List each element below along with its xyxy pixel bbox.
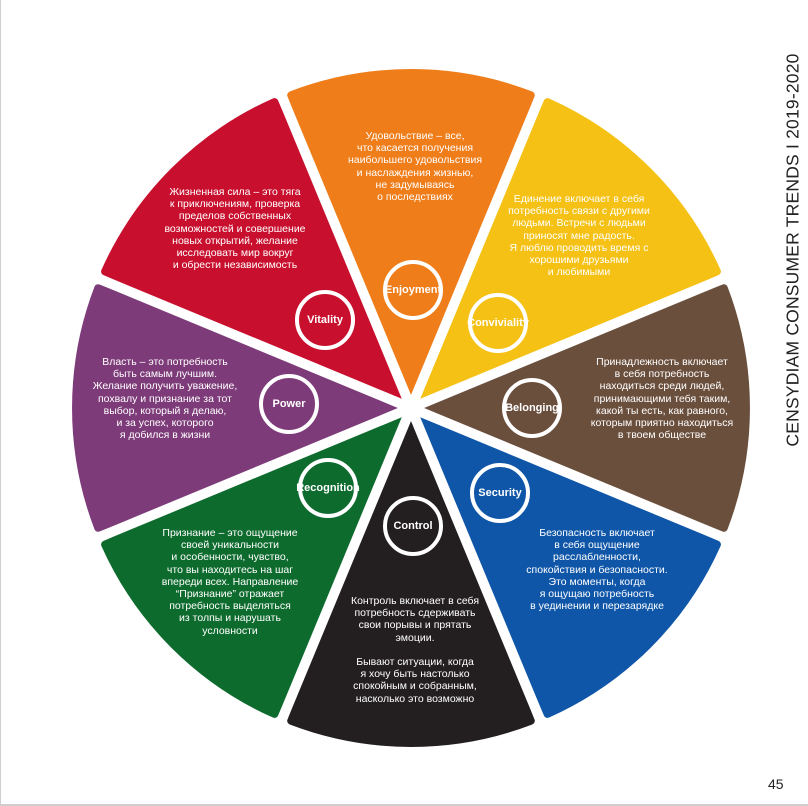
segment-separator <box>88 403 413 546</box>
side-title: CENSYDIAM CONSUMER TRENDS I 2019-2020 <box>782 53 803 447</box>
segment-separator <box>273 406 416 731</box>
segment-separator <box>273 85 416 410</box>
recognition-label: Recognition <box>296 482 360 494</box>
enjoyment-badge: Enjoyment <box>383 260 443 320</box>
page-number: 45 <box>768 776 784 792</box>
enjoyment-description: Удовольствие – все, что касается получен… <box>347 130 483 204</box>
control-label: Control <box>393 520 433 532</box>
power-description: Власть – это потребность быть самым лучш… <box>92 356 238 442</box>
power-badge: Power <box>259 374 319 434</box>
segment-power <box>72 284 412 532</box>
control-badge: Control <box>383 496 443 556</box>
segment-separator <box>409 270 734 413</box>
security-badge: Security <box>470 463 530 523</box>
control-description: Контроль включает в себя потребность сде… <box>350 595 480 705</box>
belonging-label: Belonging <box>505 402 559 414</box>
security-description: Безопасность включает в себя ощущение ра… <box>526 527 668 613</box>
belonging-description: Принадлежность включает в себя потребнос… <box>590 356 734 442</box>
segment-separator <box>406 406 549 731</box>
vitality-description: Жизненная сила – это тяга к приключениям… <box>164 186 306 272</box>
belonging-badge: Belonging <box>502 378 562 438</box>
power-label: Power <box>272 398 306 410</box>
vitality-label: Vitality <box>307 314 343 326</box>
security-label: Security <box>478 487 522 499</box>
enjoyment-label: Enjoyment <box>384 284 442 296</box>
frame-left-border <box>0 0 1 806</box>
vitality-badge: Vitality <box>295 290 355 350</box>
segment-separator <box>409 403 734 546</box>
segment-belonging <box>410 284 750 532</box>
conviviality-description: Единение включает в себя потребность свя… <box>508 193 650 279</box>
segment-enjoyment <box>287 69 535 409</box>
recognition-description: Признание – это ощущение своей уникально… <box>161 527 299 637</box>
conviviality-label: Conviviality <box>467 317 529 329</box>
segment-separator <box>406 85 549 410</box>
recognition-badge: Recognition <box>296 458 360 518</box>
conviviality-badge: Conviviality <box>467 293 529 353</box>
segment-control <box>287 407 535 747</box>
segment-separator <box>88 270 413 413</box>
frame-bottom-border <box>0 804 808 806</box>
